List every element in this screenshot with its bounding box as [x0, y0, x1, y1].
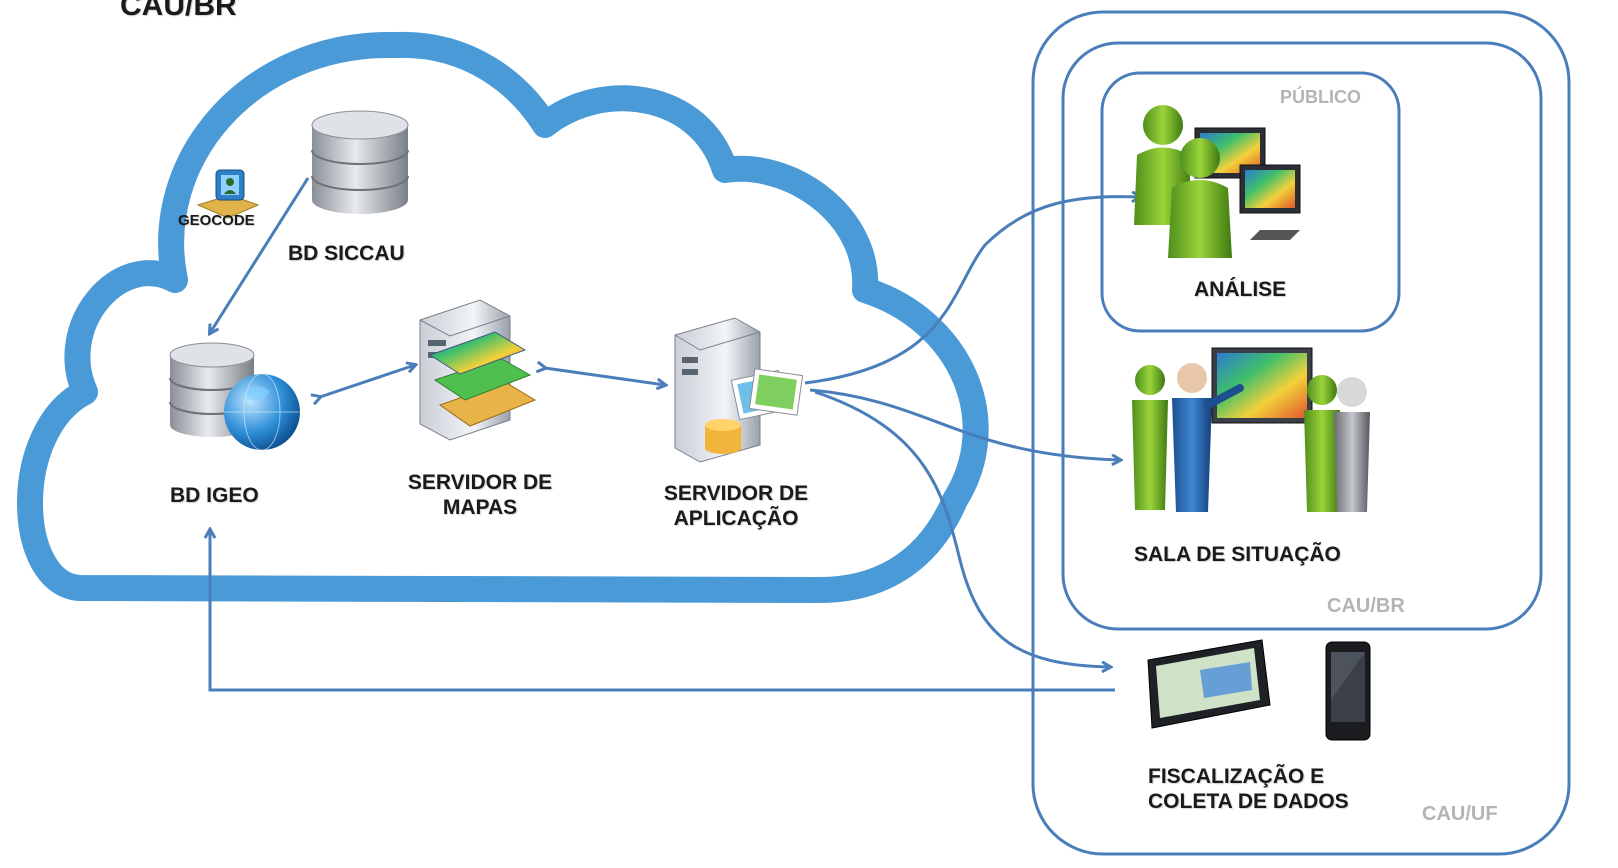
fiscalizacao-line2: COLETA DE DADOS [1148, 790, 1349, 814]
zone-cau-uf-label: CAU/UF [1422, 803, 1498, 825]
arrow-mapas-aplicacao [545, 368, 665, 385]
servidor-aplicacao-label: SERVIDOR DE APLICAÇÃO [636, 481, 836, 531]
connectors [210, 177, 1140, 692]
servidor-aplicacao-line1: SERVIDOR DE [663, 482, 809, 505]
zone-cau-br [1061, 41, 1543, 631]
zone-cau-br-label: CAU/BR [1327, 595, 1405, 617]
page-title: CAU/BR [120, 0, 237, 22]
map-server-icon [419, 299, 537, 441]
servidor-aplicacao-line2: APLICAÇÃO [673, 507, 799, 531]
mobile-devices-icon [1147, 639, 1371, 741]
arrow-siccau-to-igeo [210, 177, 310, 333]
fiscalizacao-line1: FISCALIZAÇÃO E [1148, 765, 1325, 788]
geocode-icon [196, 169, 260, 219]
fiscalizacao-label: FISCALIZAÇÃO E COLETA DE DADOS [1148, 764, 1349, 814]
database-icon [311, 110, 409, 214]
bd-igeo-label: BD IGEO [170, 484, 259, 507]
analise-label: ANÁLISE [1194, 278, 1287, 301]
servidor-mapas-line1: SERVIDOR DE [407, 471, 553, 494]
arrow-app-to-analise [804, 197, 1140, 385]
servidor-mapas-line2: MAPAS [442, 496, 518, 520]
arrow-app-to-fiscalizacao [814, 390, 1110, 667]
geocode-label: GEOCODE [178, 212, 255, 229]
zone-publico-label: PÚBLICO [1280, 87, 1361, 107]
database-globe-icon [169, 342, 300, 451]
situation-room-icon [1132, 347, 1370, 512]
servidor-mapas-label: SERVIDOR DE MAPAS [380, 470, 580, 520]
arrow-igeo-mapas [320, 365, 415, 397]
sala-situacao-label: SALA DE SITUAÇÃO [1134, 543, 1341, 566]
zone-publico [1100, 71, 1401, 333]
application-server-icon [674, 317, 804, 463]
zone-cau-uf [1031, 10, 1571, 856]
analysis-people-icon [1134, 105, 1301, 258]
arrow-app-to-sala [809, 388, 1120, 460]
arrow-fiscalizacao-to-igeo [210, 530, 1115, 692]
bd-siccau-label: BD SICCAU [288, 242, 405, 265]
